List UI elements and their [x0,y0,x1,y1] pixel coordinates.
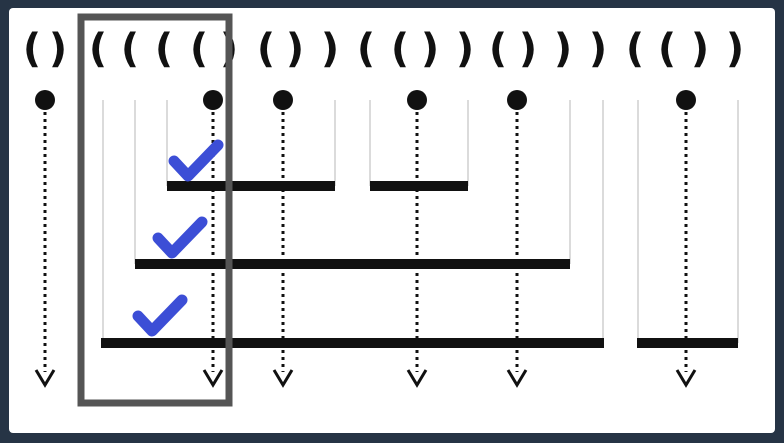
checkmark-group [132,139,224,337]
checkmark-icon [132,294,188,337]
highlight-box [77,13,233,407]
arrow-down-icon [272,369,294,388]
paren-char: ( [121,26,139,72]
paren-char: ) [691,26,709,72]
paren-char: ( [658,26,676,72]
arrow-down-icon [34,369,56,388]
arrow-down-icon [506,369,528,388]
paren-char: ( [89,26,107,72]
paren-char: ( [626,26,644,72]
arrow-down-icon [675,369,697,388]
paren-char: ( [257,26,275,72]
paren-char: ( [391,26,409,72]
arrow-down-icon [202,369,224,388]
paren-char: ) [554,26,572,72]
paren-char: ) [589,26,607,72]
paren-sequence: ()(((()())(())()))(()) [23,26,744,72]
level-bar [167,181,335,191]
dot-marker-icon [407,90,427,110]
paren-char: ) [321,26,339,72]
paren-char: ( [190,26,208,72]
bar-group [101,181,738,348]
paren-char: ( [489,26,507,72]
arrow-down-icon [406,369,428,388]
paren-char: ) [286,26,304,72]
bracket-matching-diagram: ()(((()())(())()))(()) [23,13,744,407]
checkmark-icon [152,216,208,259]
paren-char: ) [49,26,67,72]
dot-marker-icon [35,90,55,110]
paren-char: ( [357,26,375,72]
dot-marker-icon [507,90,527,110]
paren-char: ) [519,26,537,72]
checkmark-icon [168,139,224,182]
level-bar [101,338,604,348]
diagram-frame: ()(((()())(())()))(()) [9,8,775,433]
paren-char: ) [456,26,474,72]
paren-char: ) [726,26,744,72]
paren-char: ( [155,26,173,72]
paren-char: ) [421,26,439,72]
dot-marker-icon [203,90,223,110]
level-bar [135,259,570,269]
nesting-guide-lines [102,100,739,343]
dot-marker-icon [676,90,696,110]
dot-marker-icon [273,90,293,110]
level-bar [370,181,468,191]
level-bar [637,338,738,348]
paren-char: ( [23,26,41,72]
